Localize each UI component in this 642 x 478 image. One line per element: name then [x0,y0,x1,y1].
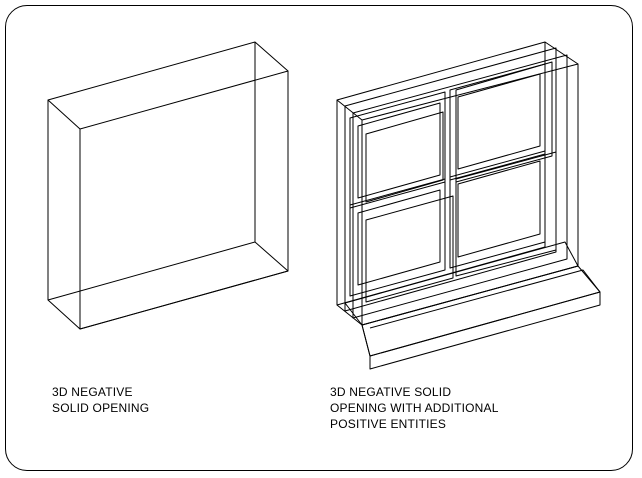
pane-upper-left-outer [349,91,446,209]
box-depth-edge-br [254,241,289,272]
pane-lower-left-inner [357,189,441,286]
pane-upper-right-outer [449,63,546,181]
window-sill-top [344,241,579,326]
box-front-face [47,41,289,330]
frame-connector-right-top [544,41,579,65]
caption-line: SOLID OPENING [52,401,150,415]
sill-left-edge [361,324,371,357]
window-sill-front [361,265,601,357]
pane-lower-right-depth [455,151,557,277]
caption-negative-solid-with-entities: 3D NEGATIVE SOLID OPENING WITH ADDITIONA… [330,384,499,432]
window-outer-frame-3 [352,54,568,319]
pane-lower-left-outer [349,178,446,297]
pane-lower-right-inner [457,160,541,258]
caption-line: OPENING WITH ADDITIONAL [330,401,499,415]
pane-upper-left-depth [365,111,444,203]
window-outer-frame-1 [336,41,546,306]
pane-upper-right-inner [457,73,541,170]
caption-line: 3D NEGATIVE SOLID [330,385,452,399]
pane-lower-right-outer [449,150,546,269]
window-outer-frame-2 [344,47,557,312]
sill-front-edge [369,291,601,357]
caption-negative-solid-opening: 3D NEGATIVE SOLID OPENING [52,384,149,416]
window-with-positive-entities [336,41,601,370]
box-depth-edge-tl [47,99,81,130]
box-back-face [79,70,289,330]
box-depth-edge-bl [47,241,256,301]
frame-connector-left-bottom [336,304,363,326]
frame-connector-top [336,99,363,121]
pane-upper-left-inner [357,102,441,199]
caption-line: 3D NEGATIVE [52,385,133,399]
pane-upper-right-depth [455,61,553,183]
pane-lower-left-depth [365,195,454,303]
negative-solid-opening-box [47,41,289,330]
window-sill-outline [369,269,601,370]
caption-line: POSITIVE ENTITIES [330,417,447,431]
